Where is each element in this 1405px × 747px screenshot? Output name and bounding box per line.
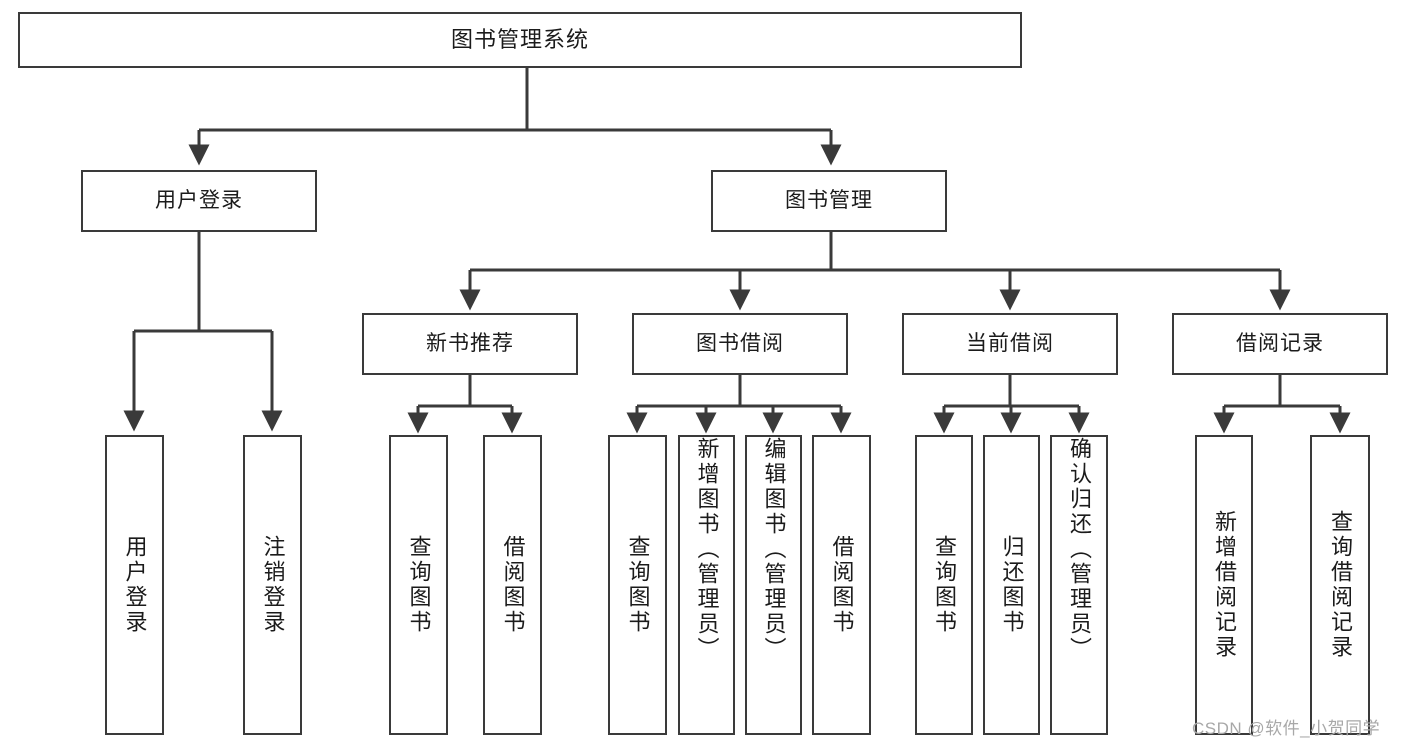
node-book-management[interactable]: 图书管理: [711, 170, 947, 232]
leaf-label: 查询图书: [932, 535, 957, 635]
leaf-label: 借阅图书: [500, 535, 526, 635]
leaf-query-book-borrow[interactable]: 查询图书: [608, 435, 667, 735]
leaf-edit-book-admin[interactable]: 编辑图书（管理员）: [745, 435, 802, 735]
node-book-borrow[interactable]: 图书借阅: [632, 313, 848, 375]
leaf-borrow-book[interactable]: 借阅图书: [812, 435, 871, 735]
leaf-label: 归还图书: [999, 535, 1025, 635]
leaf-add-borrow-record[interactable]: 新增借阅记录: [1195, 435, 1253, 735]
leaf-user-login[interactable]: 用户登录: [105, 435, 164, 735]
leaf-label: 查询借阅记录: [1328, 510, 1353, 660]
leaf-label: 用户登录: [122, 535, 148, 635]
leaf-label: 新增借阅记录: [1212, 510, 1237, 660]
leaf-label: 新增图书（管理员）: [694, 437, 720, 662]
leaf-label: 查询图书: [625, 535, 651, 635]
leaf-label: 确认归还（管理员）: [1067, 437, 1092, 662]
watermark: CSDN @软件_小贺同学: [1192, 719, 1381, 738]
node-borrow-records[interactable]: 借阅记录: [1172, 313, 1388, 375]
node-current-borrow[interactable]: 当前借阅: [902, 313, 1118, 375]
leaf-borrow-book-recommend[interactable]: 借阅图书: [483, 435, 542, 735]
leaf-return-book[interactable]: 归还图书: [983, 435, 1040, 735]
leaf-query-book-recommend[interactable]: 查询图书: [389, 435, 448, 735]
leaf-confirm-return-admin[interactable]: 确认归还（管理员）: [1050, 435, 1108, 735]
leaf-label: 借阅图书: [829, 535, 855, 635]
leaf-add-book-admin[interactable]: 新增图书（管理员）: [678, 435, 735, 735]
node-new-book-recommend[interactable]: 新书推荐: [362, 313, 578, 375]
node-user-login[interactable]: 用户登录: [81, 170, 317, 232]
leaf-label: 注销登录: [260, 535, 286, 635]
node-root[interactable]: 图书管理系统: [18, 12, 1022, 68]
leaf-label: 编辑图书（管理员）: [761, 437, 787, 662]
leaf-logout[interactable]: 注销登录: [243, 435, 302, 735]
leaf-query-book-current[interactable]: 查询图书: [915, 435, 973, 735]
leaf-label: 查询图书: [406, 535, 432, 635]
leaf-query-borrow-record[interactable]: 查询借阅记录: [1310, 435, 1370, 735]
